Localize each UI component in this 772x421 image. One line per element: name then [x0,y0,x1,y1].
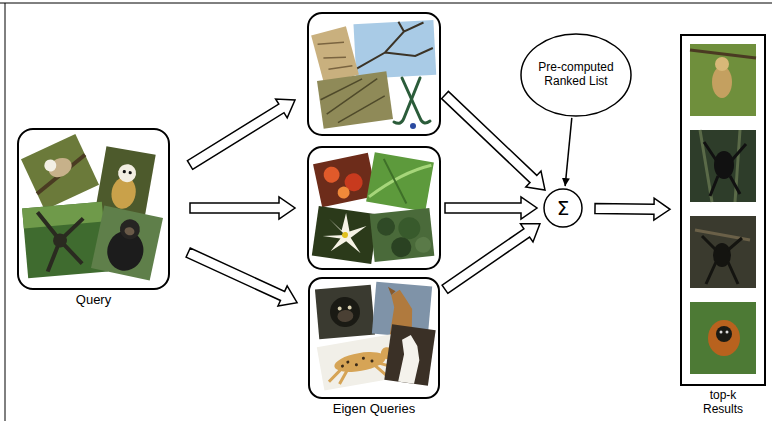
arrow-line [565,118,572,186]
ranked-list-ellipse: Pre-computed Ranked List [520,33,632,117]
node-label: top-k Results [698,389,748,417]
ellipse-outline: Pre-computed Ranked List [520,33,632,117]
node-label: Eigen Queries [308,402,440,417]
node-label: Query [17,293,170,308]
sum-circle: Σ [543,188,583,228]
eigen-photos-bottom [315,282,436,391]
results-box: top-k Results [680,34,766,417]
result-photos [690,44,756,374]
eigen-query-box: Eigen Queries [308,277,440,417]
box-outline [308,277,440,399]
query-photos [21,134,163,281]
eigen-photos-top [311,20,436,129]
query-box: Query [17,128,170,308]
eigen-query-box [308,13,440,269]
block-arrow [186,248,297,306]
eigen-photos-middle [312,152,435,264]
circle-outline: Σ [543,188,583,228]
frame-line [0,3,772,421]
box-outline [680,34,766,386]
block-arrow [187,91,545,219]
ellipse-outline [521,34,631,116]
node-label: Pre-computed Ranked List [533,61,619,89]
block-arrow [442,224,540,293]
box-outline [17,128,170,290]
block-arrow [595,198,670,220]
circle-outline [544,189,582,227]
node-label: Σ [557,197,570,220]
